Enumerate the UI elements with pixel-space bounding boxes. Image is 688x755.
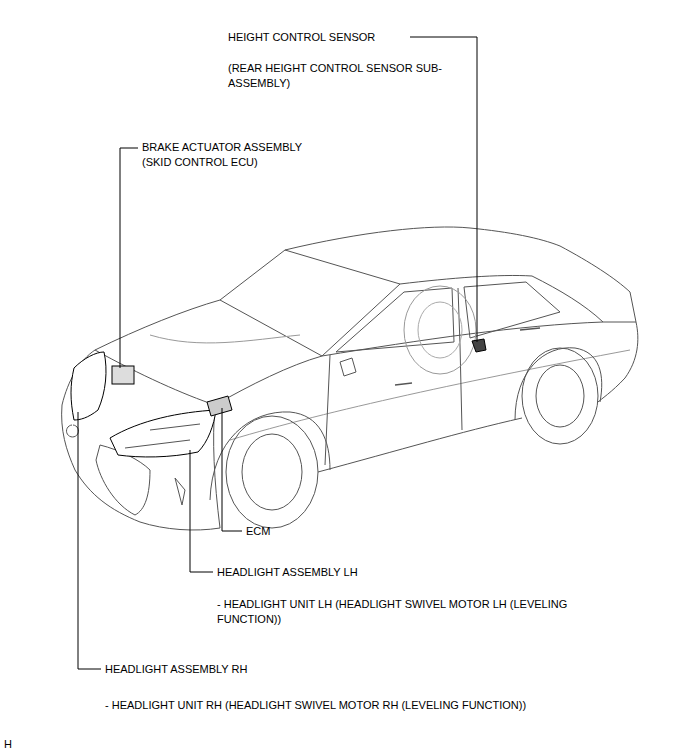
part-label: ECM <box>246 524 270 539</box>
leader-line <box>120 148 138 368</box>
part-label: HEADLIGHT ASSEMBLY LH <box>217 565 358 580</box>
headlight-lh <box>110 410 216 457</box>
leader-line <box>190 450 213 572</box>
leader-line <box>410 37 477 342</box>
leader-line <box>78 412 101 669</box>
figure-code: H <box>4 737 12 752</box>
height-control-sensor <box>472 339 486 352</box>
part-label: HEADLIGHT ASSEMBLY RH <box>105 662 247 677</box>
headlight-rh <box>71 352 106 420</box>
components <box>71 339 486 457</box>
leader-line <box>222 408 242 531</box>
brake-actuator <box>112 366 134 384</box>
car-body <box>62 227 638 530</box>
part-note: (SKID CONTROL ECU) <box>142 155 258 170</box>
part-note: - HEADLIGHT UNIT RH (HEADLIGHT SWIVEL MO… <box>105 698 680 713</box>
ecm <box>207 396 232 416</box>
part-note: - HEADLIGHT UNIT LH (HEADLIGHT SWIVEL MO… <box>217 597 617 627</box>
part-label: HEIGHT CONTROL SENSOR <box>228 30 375 45</box>
part-note: (REAR HEIGHT CONTROL SENSOR SUB-ASSEMBLY… <box>228 61 443 91</box>
part-label: BRAKE ACTUATOR ASSEMBLY <box>142 140 302 155</box>
leader-lines <box>78 37 477 669</box>
